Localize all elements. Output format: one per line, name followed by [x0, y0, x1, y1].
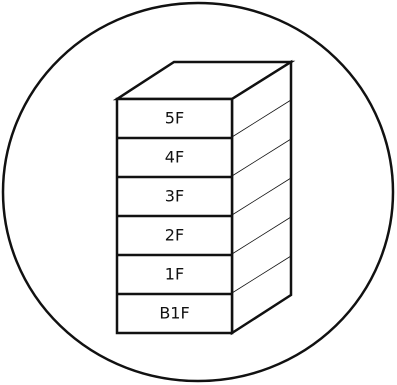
floor-label-3f: 3F [165, 187, 184, 206]
floor-label-1f: 1F [165, 265, 184, 284]
floor-label-4f: 4F [165, 148, 184, 167]
floor-label-5f: 5F [165, 109, 184, 128]
floor-label-b1f: B1F [159, 304, 189, 323]
floor-label-2f: 2F [165, 226, 184, 245]
building-side [232, 62, 291, 333]
